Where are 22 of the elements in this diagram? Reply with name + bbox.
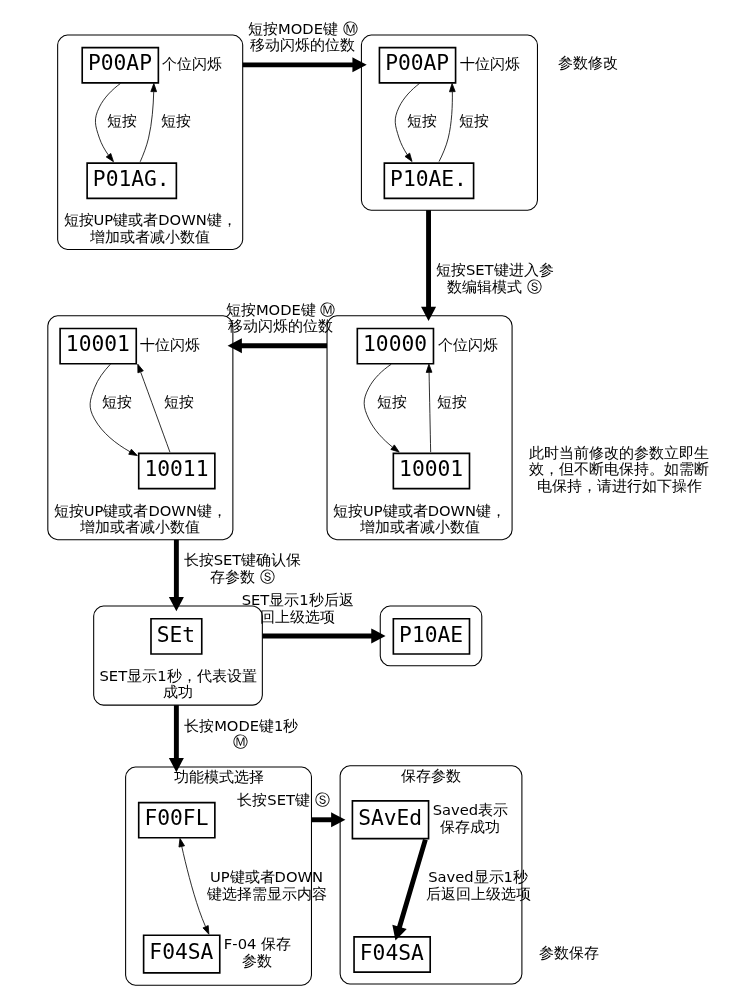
edge-label: 短按 [107, 112, 138, 130]
node-label: F-04 保存参数 [223, 935, 292, 969]
label: 参数保存 [539, 943, 600, 961]
edge-label: 长按SET键 Ⓢ [237, 791, 330, 809]
edge-label: 短按 [164, 393, 195, 411]
edge-label: 短按 [161, 112, 192, 130]
edge-label: 短按 [437, 393, 468, 411]
label: 此时当前修改的参数立即生效，但不断电保持。如需断电保持，请进行如下操作 [529, 443, 710, 494]
edge-label: 长按MODE键1秒 Ⓜ [184, 716, 299, 751]
edge-label: 短按 [459, 112, 490, 130]
node-label: 十位闪烁 [140, 335, 201, 353]
edge-label: 短按SET键进入参数编辑模式 Ⓢ [435, 261, 554, 295]
node-label: 个位闪烁 [162, 54, 223, 72]
edge-label: 短按MODE键 Ⓜ 移动闪烁的位数 [248, 20, 358, 54]
node-label: 十位闪烁 [459, 54, 520, 72]
label: 参数修改 [558, 54, 619, 72]
edge-label: 短按 [406, 112, 437, 130]
edge-label: 短按 [102, 393, 133, 411]
edge-label: 短按 [376, 393, 407, 411]
node-label: Saved表示保存成功 [432, 801, 509, 835]
node-label: 个位闪烁 [437, 335, 498, 353]
edge-label: 长按SET键确认保存参数 Ⓢ [183, 551, 302, 585]
